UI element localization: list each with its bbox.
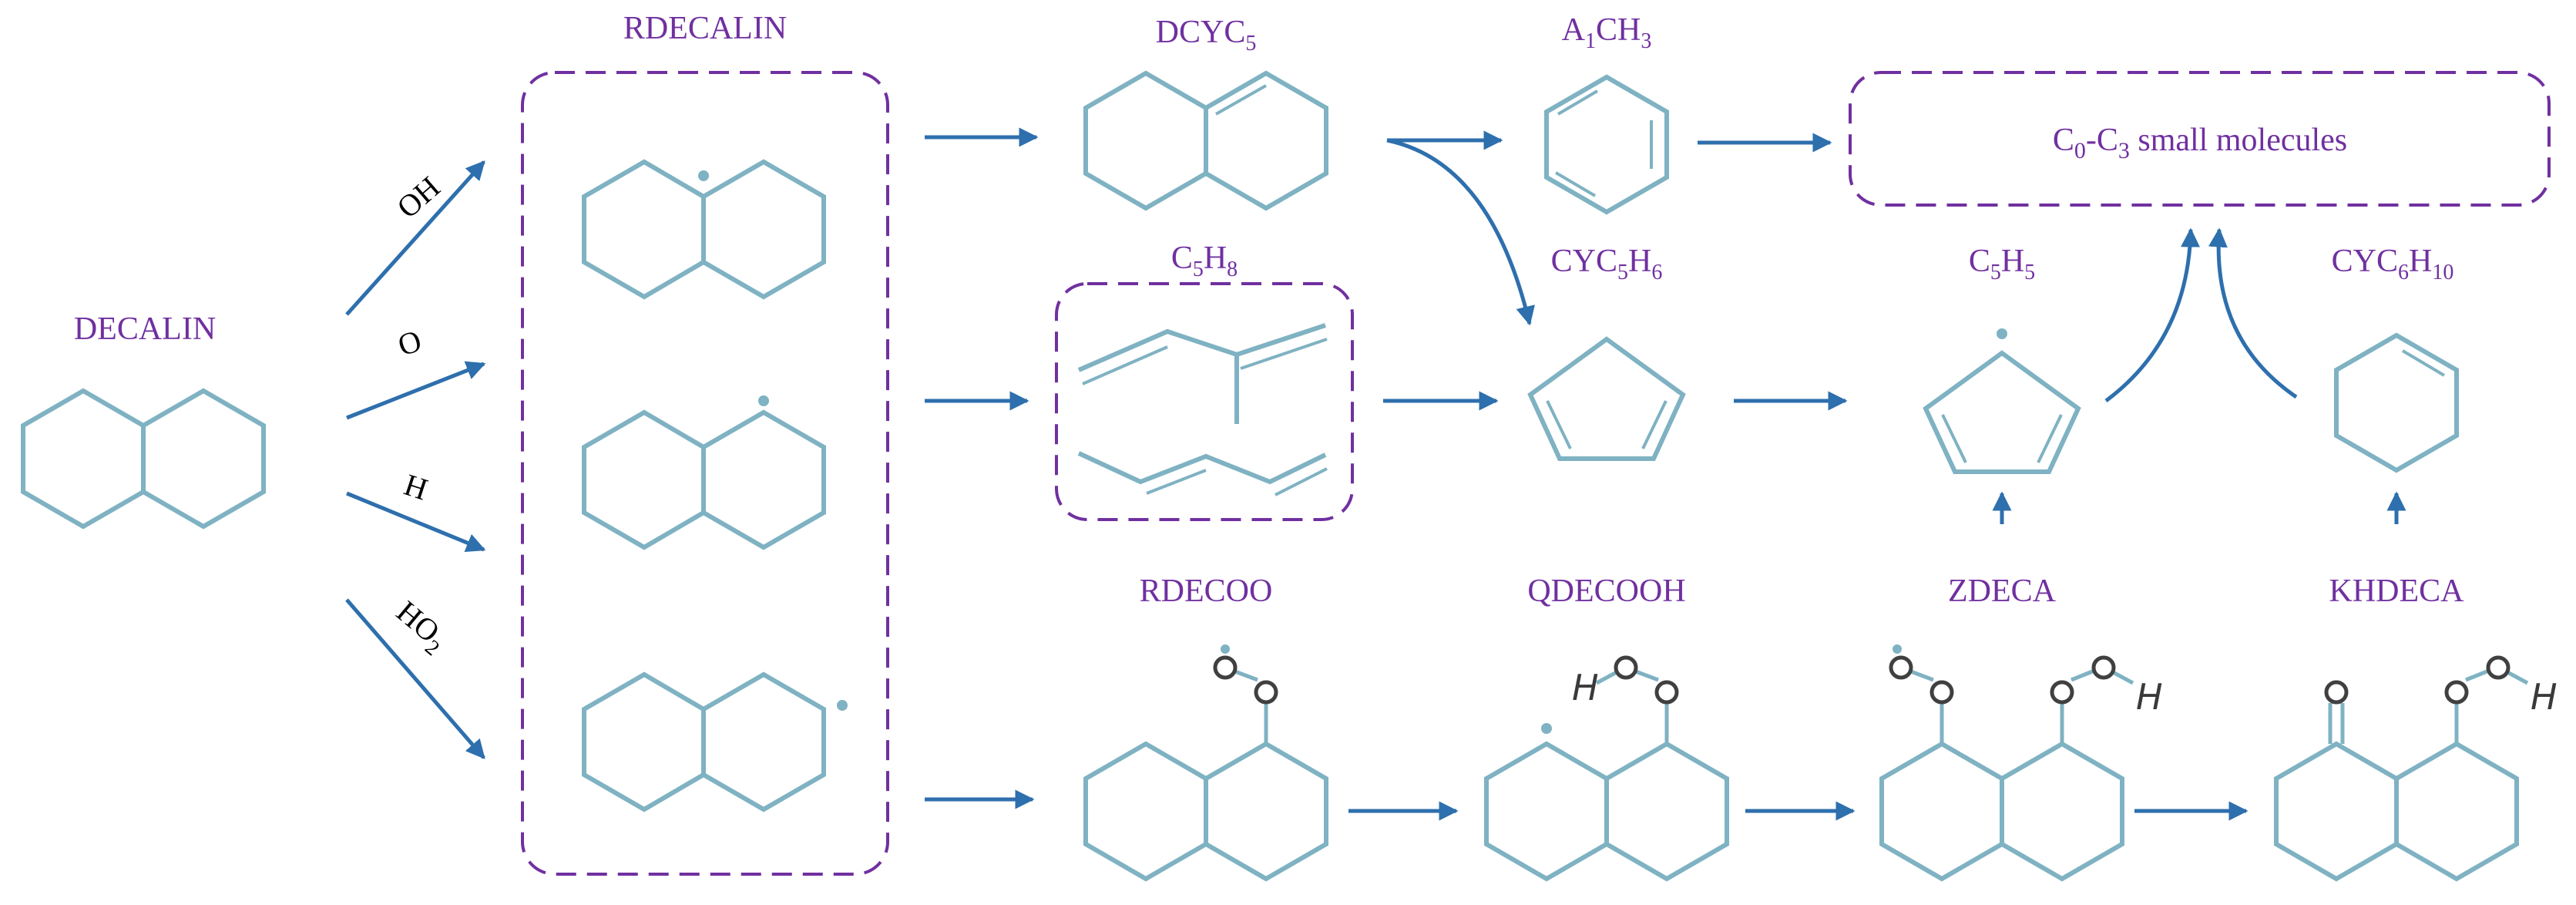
hydrogen-atom: H	[2531, 676, 2558, 718]
label-c5h5: C5H5	[1969, 244, 2035, 284]
arrow-ho2	[345, 598, 485, 759]
label-rdecalin: RDECALIN	[623, 11, 787, 46]
radical-dot	[1221, 644, 1230, 654]
small-molecules-group-box	[1849, 71, 2551, 207]
khdeca-structure: H	[2274, 655, 2558, 882]
radical-dot	[1541, 723, 1552, 734]
arrow-o	[346, 361, 486, 420]
qdecooh-structure: H	[1484, 655, 1729, 882]
arrow-c5h5-to-small	[2104, 227, 2201, 403]
radical-dot	[1893, 644, 1902, 654]
rdecalin-group-box	[521, 71, 889, 876]
cyc5h6-structure	[1527, 336, 1686, 461]
oxygen-atom	[1654, 680, 1679, 705]
oxygen-atom	[1213, 655, 1238, 680]
decalin-structure	[21, 388, 266, 530]
arrow-h	[346, 491, 486, 553]
reactant-o: O	[394, 323, 425, 363]
oxygen-atom	[2091, 655, 2116, 680]
label-khdeca: KHDECA	[2329, 574, 2465, 609]
hydrogen-atom: H	[2136, 676, 2163, 718]
rdecoo-structure	[1083, 644, 1328, 882]
label-dcyc5: DCYC5	[1156, 15, 1257, 56]
dcyc5-structure	[1083, 70, 1328, 211]
arrow-oh	[345, 160, 485, 316]
label-qdecooh: QDECOOH	[1527, 574, 1685, 609]
c5h8-structures	[1077, 323, 1328, 496]
oxygen-atom	[2444, 680, 2469, 705]
arrow-cyc6h10-to-small	[2208, 227, 2298, 399]
rdecalin-1-structure	[582, 159, 826, 300]
label-cyc5h6: CYC5H6	[1551, 244, 1663, 284]
oxygen-atom	[1614, 655, 1638, 680]
zdeca-structure: H	[1879, 644, 2163, 882]
radical-dot	[1997, 328, 2007, 339]
reactant-h: H	[400, 467, 432, 507]
label-small-molecules: C0-C3 small molecules	[2053, 123, 2347, 163]
reactant-oh: OH	[390, 170, 446, 225]
label-decalin: DECALIN	[74, 311, 216, 347]
rdecalin-3-structure	[582, 671, 848, 812]
rdecalin-2-structure	[582, 395, 826, 550]
label-zdeca: ZDECA	[1948, 574, 2057, 609]
radical-dot	[698, 170, 709, 181]
hydrogen-atom: H	[1572, 667, 1599, 708]
oxygen-atom	[2050, 680, 2074, 705]
label-cyc6h10: CYC6H10	[2332, 244, 2454, 284]
oxygen-atom	[2486, 655, 2511, 680]
arrow-dcyc5-to-cyc5h6	[1386, 138, 1535, 326]
label-c5h8: C5H8	[1171, 241, 1238, 281]
a1ch3-benzene-structure	[1544, 74, 1669, 215]
radical-dot	[837, 700, 848, 711]
oxygen-atom	[1254, 680, 1278, 705]
oxygen-atom	[2324, 680, 2349, 705]
oxygen-atom	[1929, 680, 1954, 705]
label-rdecoo: RDECOO	[1140, 574, 1273, 609]
c5h8-group-box	[1055, 282, 1354, 521]
oxygen-atom	[1889, 655, 1913, 680]
radical-dot	[758, 395, 769, 406]
label-a1ch3: A1CH3	[1562, 12, 1652, 53]
c5h5-structure	[1923, 328, 2081, 474]
cyc6h10-structure	[2334, 332, 2459, 473]
reactant-ho2: HO2	[386, 594, 455, 661]
